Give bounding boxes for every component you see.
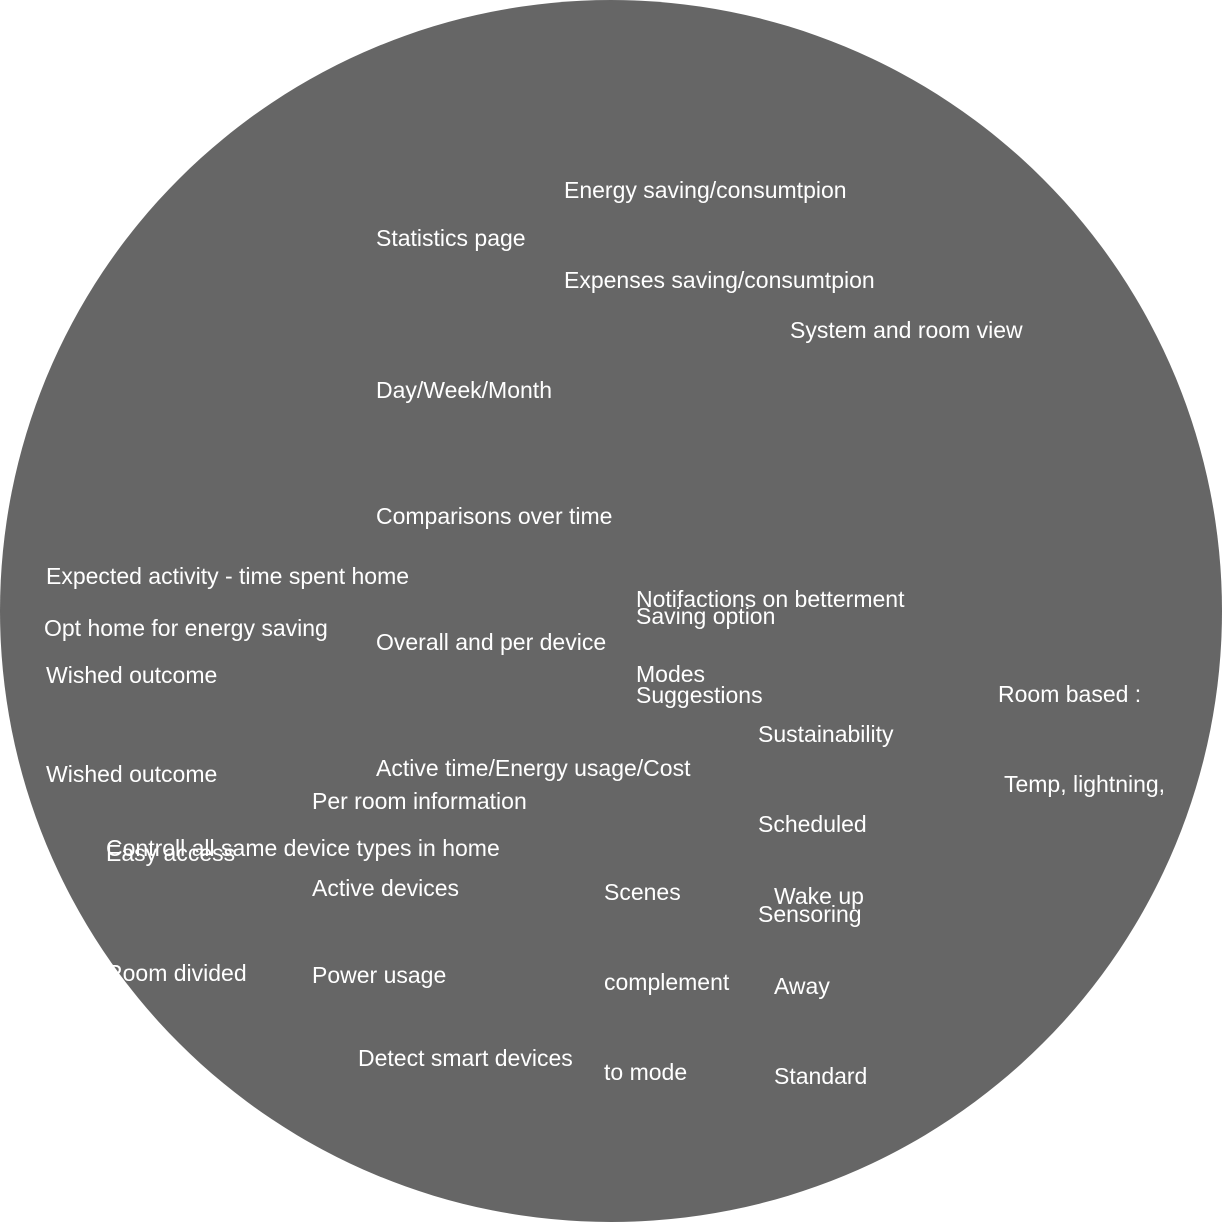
mode-item: Sensoring [758,901,862,927]
statistics-item: Active time/Energy usage/Cost [376,755,691,781]
modes-list: Sustainability Scheduled Sensoring [758,659,894,959]
per-room-item: Active devices [312,875,460,901]
notification-item: Notifactions on betterment [636,586,905,612]
mode-item: Scheduled [758,811,867,837]
system-room-view-label: System and room view [790,317,1023,343]
energy-notes: Energy saving/consumtpion Expenses savin… [564,115,875,325]
statistics-page-title: Statistics page [376,225,526,251]
expectation-item: Wished outcome [46,761,218,787]
room-based-notes: Room based : Temp, lightning, [998,619,1165,829]
expectation-item: Expected activity - time spent home [46,563,410,589]
notification-item: Suggestions [636,682,763,708]
opt-home-label: Opt home for energy saving [44,615,328,641]
room-based-label: Room based : [998,681,1142,707]
detect-devices-label: Detect smart devices [358,1045,573,1071]
expenses-saving-label: Expenses saving/consumtpion [564,267,875,293]
per-room-item: Power usage [312,962,447,988]
per-room-item: Per room information [312,788,527,814]
access-item: Room divided [106,960,247,986]
expectation-item: Wished outcome [46,662,218,688]
scenes-label-line: complement [604,969,730,995]
scene-item: Away [774,973,830,999]
statistics-item: Day/Week/Month [376,377,552,403]
notifications-notes: Notifactions on betterment Suggestions [636,519,904,743]
statistics-item: Comparisons over time [376,503,613,529]
room-based-detail: Temp, lightning, [998,771,1166,797]
statistics-item: Overall and per device [376,629,607,655]
access-notes: Easy access Room divided [106,753,247,1033]
scene-item: Wake up [774,883,864,909]
scenes-list: Wake up Away Standard [774,821,867,1121]
scene-item: Standard [774,1063,868,1089]
scenes-label-line: to mode [604,1059,688,1085]
statistics-notes: Day/Week/Month Comparisons over time Ove… [376,285,690,831]
scenes-label: Scenes complement to mode [604,817,729,1117]
access-item: Easy access [106,840,236,866]
modes-label: Modes [636,661,706,687]
energy-saving-label: Energy saving/consumtpion [564,177,847,203]
per-room-notes: Per room information Active devices Powe… [312,729,527,1019]
saving-option-label: Saving option [636,603,776,629]
mode-item: Sustainability [758,721,894,747]
control-all-label: Controll all same device types in home [106,835,500,861]
expectations-notes: Expected activity - time spent home Wish… [46,494,409,824]
scenes-label-line: Scenes [604,879,681,905]
